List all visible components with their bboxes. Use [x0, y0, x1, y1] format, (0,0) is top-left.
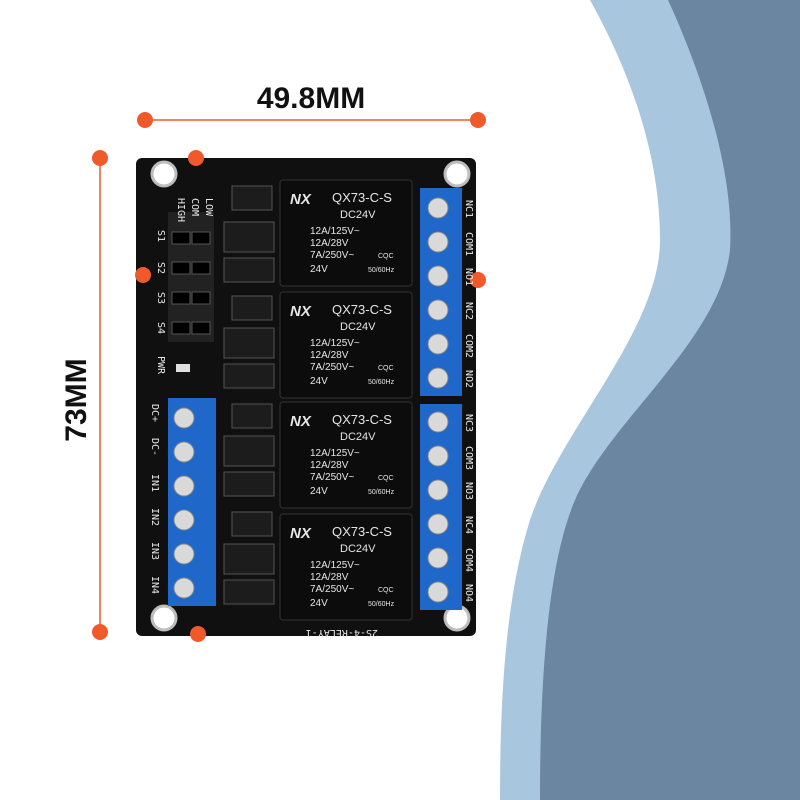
- left-silk-labels: LOW COM HIGH S1 S2 S3 S4 PWR: [155, 198, 214, 375]
- svg-text:12A/125V~: 12A/125V~: [310, 448, 360, 459]
- svg-text:PWR: PWR: [155, 356, 166, 375]
- svg-text:24V: 24V: [310, 264, 328, 275]
- svg-text:DC24V: DC24V: [340, 321, 376, 333]
- output-terminal-screws: [427, 197, 449, 603]
- svg-text:QX73-C-S: QX73-C-S: [332, 412, 392, 427]
- marker-right-mid: [470, 272, 486, 288]
- relay-1: NX QX73-C-S DC24V 12A/125V~ 12A/28V 7A/2…: [279, 179, 413, 287]
- svg-text:12A/28V: 12A/28V: [310, 460, 349, 471]
- svg-text:IN2: IN2: [149, 508, 160, 526]
- svg-text:DC24V: DC24V: [340, 431, 376, 443]
- svg-text:S4: S4: [155, 322, 166, 334]
- svg-text:NC3: NC3: [463, 414, 474, 432]
- svg-text:CQC: CQC: [378, 475, 394, 482]
- height-dimension: [92, 150, 108, 640]
- marker-bottom-left: [190, 626, 206, 642]
- relay-3: NX QX73-C-S DC24V 12A/125V~ 12A/28V 7A/2…: [279, 401, 413, 509]
- output-terminal-labels: NC1 COM1 NO1 NC2 COM2 NO2 NC3 COM3 NO3 N…: [463, 200, 474, 602]
- svg-text:12A/28V: 12A/28V: [310, 238, 349, 249]
- svg-text:COM2: COM2: [463, 334, 474, 358]
- svg-text:12A/28V: 12A/28V: [310, 572, 349, 583]
- relay-4: NX QX73-C-S DC24V 12A/125V~ 12A/28V 7A/2…: [279, 513, 413, 621]
- svg-text:QX73-C-S: QX73-C-S: [332, 302, 392, 317]
- svg-text:HIGH: HIGH: [175, 198, 186, 222]
- svg-text:LOW: LOW: [203, 198, 214, 217]
- output-terminal-block-bottom: [420, 404, 462, 610]
- marker-left-mid: [135, 267, 151, 283]
- svg-text:7A/250V~: 7A/250V~: [310, 584, 354, 595]
- svg-text:50/60Hz: 50/60Hz: [368, 601, 395, 608]
- svg-text:50/60Hz: 50/60Hz: [368, 489, 395, 496]
- svg-text:NC2: NC2: [463, 302, 474, 320]
- svg-text:QX73-C-S: QX73-C-S: [332, 524, 392, 539]
- svg-text:IN3: IN3: [149, 542, 160, 560]
- height-marker-bottom: [92, 624, 108, 640]
- svg-text:24V: 24V: [310, 486, 328, 497]
- svg-text:QX73-C-S: QX73-C-S: [332, 190, 392, 205]
- pwr-led: [176, 364, 190, 372]
- svg-text:S2: S2: [155, 262, 166, 274]
- board-marking: 2S-4-RELAY-1: [306, 627, 378, 638]
- svg-text:NO1: NO1: [463, 268, 474, 286]
- svg-text:COM4: COM4: [463, 548, 474, 572]
- svg-text:COM: COM: [189, 198, 200, 216]
- relay-logo: NX: [290, 191, 312, 208]
- svg-text:12A/125V~: 12A/125V~: [310, 226, 360, 237]
- svg-text:12A/125V~: 12A/125V~: [310, 338, 360, 349]
- width-dimension-label: 49.8MM: [256, 82, 366, 115]
- svg-text:S1: S1: [155, 230, 166, 242]
- svg-text:DC-: DC-: [149, 438, 160, 456]
- dark-wave: [540, 0, 800, 800]
- svg-text:NC1: NC1: [463, 200, 474, 218]
- relay-logo: NX: [290, 525, 312, 542]
- svg-text:NO3: NO3: [463, 482, 474, 500]
- output-terminal-block-top: [420, 188, 462, 396]
- input-terminal-block: [168, 398, 216, 606]
- relay-2: NX QX73-C-S DC24V 12A/125V~ 12A/28V 7A/2…: [279, 291, 413, 399]
- svg-text:7A/250V~: 7A/250V~: [310, 250, 354, 261]
- svg-text:7A/250V~: 7A/250V~: [310, 472, 354, 483]
- height-dimension-label: 73MM: [60, 358, 93, 442]
- width-marker-right: [470, 112, 486, 128]
- svg-text:IN4: IN4: [149, 576, 160, 594]
- svg-text:NC4: NC4: [463, 516, 474, 534]
- width-dimension: [137, 112, 486, 128]
- relay-logo: NX: [290, 303, 312, 320]
- svg-text:COM3: COM3: [463, 446, 474, 470]
- svg-text:NO4: NO4: [463, 584, 474, 602]
- svg-text:DC24V: DC24V: [340, 209, 376, 221]
- svg-text:CQC: CQC: [378, 365, 394, 372]
- svg-text:50/60Hz: 50/60Hz: [368, 379, 395, 386]
- svg-text:12A/125V~: 12A/125V~: [310, 560, 360, 571]
- driver-components: [223, 185, 275, 605]
- width-marker-left: [137, 112, 153, 128]
- svg-text:CQC: CQC: [378, 587, 394, 594]
- svg-text:7A/250V~: 7A/250V~: [310, 362, 354, 373]
- marker-top-left: [188, 150, 204, 166]
- height-marker-top: [92, 150, 108, 166]
- jumper-header: [168, 212, 214, 342]
- input-terminal-labels: DC+ DC- IN1 IN2 IN3 IN4: [149, 404, 160, 594]
- svg-text:24V: 24V: [310, 376, 328, 387]
- svg-text:12A/28V: 12A/28V: [310, 350, 349, 361]
- svg-text:S3: S3: [155, 292, 166, 304]
- svg-text:50/60Hz: 50/60Hz: [368, 267, 395, 274]
- svg-text:NO2: NO2: [463, 370, 474, 388]
- svg-text:DC24V: DC24V: [340, 543, 376, 555]
- svg-text:COM1: COM1: [463, 232, 474, 256]
- relay-logo: NX: [290, 413, 312, 430]
- svg-text:24V: 24V: [310, 598, 328, 609]
- svg-text:IN1: IN1: [149, 474, 160, 492]
- svg-text:DC+: DC+: [149, 404, 160, 422]
- svg-text:CQC: CQC: [378, 253, 394, 260]
